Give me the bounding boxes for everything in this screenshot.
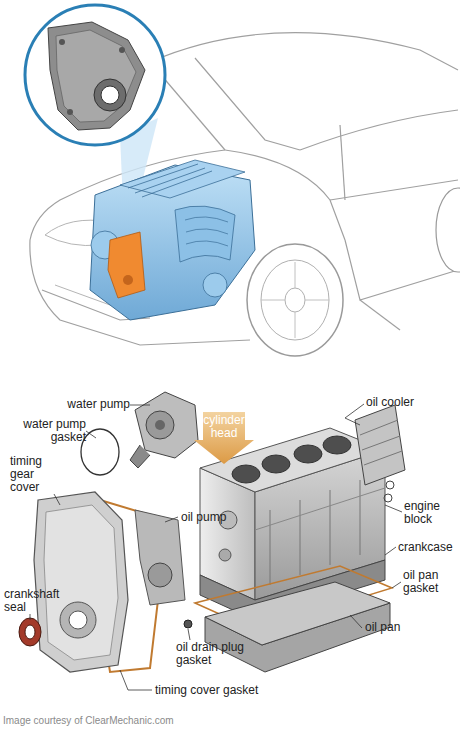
part-label: oil cooler	[366, 396, 446, 409]
part-label: oil drain plug gasket	[176, 641, 246, 667]
part-label: timing cover gasket	[155, 684, 295, 697]
rear-wheel	[436, 188, 460, 272]
water-pump-gasket-shape	[81, 429, 119, 475]
part-label: crankshaft seal	[4, 588, 74, 614]
crankshaft-seal-shape	[19, 618, 41, 646]
highlighted-timing-cover	[108, 232, 145, 298]
oil-pump-shape	[135, 510, 185, 605]
arrow-band: cylinder head	[194, 412, 254, 464]
part-label: oil pump	[181, 511, 251, 524]
part-label: water pump	[60, 398, 130, 411]
engine-illustration	[90, 160, 255, 320]
front-wheel	[247, 244, 343, 356]
part-label: timing gear cover	[10, 455, 58, 494]
leader-lines	[30, 404, 402, 690]
inset-zoom	[25, 5, 165, 145]
oil-cooler-illustration	[355, 405, 405, 502]
timing-cover-illustration	[19, 492, 185, 672]
node-text: cylinder head	[202, 414, 246, 440]
engine-block-illustration	[184, 428, 392, 672]
drain-plug-gasket-shape	[184, 620, 192, 628]
part-label: oil pan	[365, 621, 435, 634]
part-label: oil pan gasket	[403, 569, 453, 595]
part-label: crankcase	[398, 541, 460, 554]
part-label: engine block	[404, 500, 454, 526]
credit-text: Image courtesy of ClearMechanic.com	[3, 714, 263, 727]
part-label: water pump gasket	[0, 418, 86, 444]
